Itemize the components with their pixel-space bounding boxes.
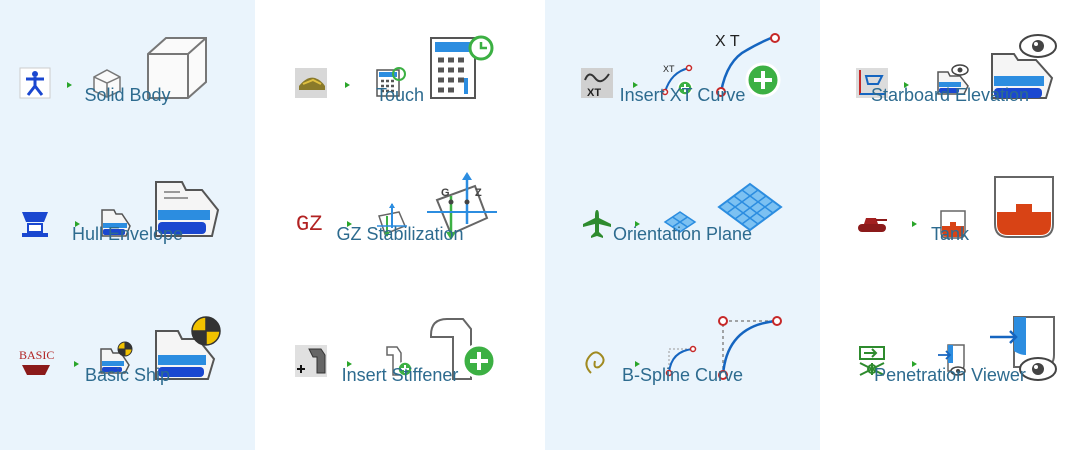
- item-label: Starboard Elevation: [870, 85, 1030, 105]
- icon-row: [820, 172, 1080, 242]
- arrow-icon: [912, 221, 917, 227]
- item-solid-body[interactable]: Solid Body: [0, 0, 255, 150]
- tank-large-icon: [994, 176, 1054, 238]
- item-gz-stabilization[interactable]: GZ G: [255, 142, 545, 292]
- item-insert-stiffener[interactable]: Insert Stiffener: [255, 285, 545, 435]
- item-basic-ship[interactable]: BASIC: [0, 285, 255, 435]
- stiffener-add-small-icon: [386, 346, 413, 377]
- xt-curve-icon: XT: [581, 68, 613, 99]
- icon-row: [545, 172, 820, 242]
- ship-eye-large-icon: [991, 34, 1057, 99]
- plane-grid-large-icon: [717, 182, 783, 232]
- gz-text-icon: GZ: [296, 212, 322, 237]
- gz-large-icon: G Z: [427, 172, 497, 240]
- arrow-icon: [67, 82, 72, 88]
- arrow-icon: [75, 221, 80, 227]
- item-label: Tank: [930, 224, 970, 244]
- large-cube-icon: [147, 37, 207, 99]
- calculator-large-icon: [430, 35, 494, 99]
- item-penetration-viewer[interactable]: Penetration Viewer: [820, 285, 1080, 435]
- item-label: Hull Envelope: [71, 224, 184, 244]
- calculator-small-icon: [376, 67, 406, 97]
- svg-text:X T: X T: [715, 33, 740, 50]
- svg-text:GZ: GZ: [296, 212, 322, 237]
- basic-text-icon: BASIC: [19, 348, 54, 375]
- airplane-icon: [583, 210, 611, 238]
- column-3: XT XT X T: [545, 0, 820, 450]
- icon-row: [820, 315, 1080, 385]
- tank-small-icon: [940, 210, 966, 239]
- item-tank[interactable]: Tank: [820, 142, 1080, 292]
- xt-add-large-icon: X T: [715, 33, 781, 98]
- item-label: Penetration Viewer: [874, 365, 1026, 385]
- arrow-icon: [347, 221, 352, 227]
- arrow-icon: [912, 361, 917, 367]
- item-orientation-plane[interactable]: Orientation Plane: [545, 142, 820, 292]
- stiffener-add-large-icon: [430, 318, 497, 380]
- item-hull-envelope[interactable]: Hull Envelope: [0, 142, 255, 292]
- spline-large-icon: [718, 316, 782, 380]
- icon-row: [820, 30, 1080, 100]
- plane-grid-small-icon: [663, 211, 697, 233]
- arrow-icon: [635, 361, 640, 367]
- icon-row: [255, 315, 545, 385]
- item-label: GZ Stabilization: [336, 224, 464, 244]
- svg-text:BASIC: BASIC: [19, 348, 54, 362]
- arrow-icon: [74, 361, 79, 367]
- spline-small-icon: [665, 345, 697, 377]
- svg-text:XT: XT: [587, 87, 601, 99]
- arrow-icon: [904, 82, 909, 88]
- axes-ship-icon: [856, 68, 888, 98]
- item-label: Solid Body: [84, 85, 171, 105]
- svg-text:Z: Z: [475, 187, 482, 199]
- item-starboard-elevation[interactable]: Starboard Elevation: [820, 0, 1080, 150]
- spline-squiggle-icon: [585, 351, 605, 374]
- column-2: Touch GZ: [255, 0, 545, 450]
- penetration-green-icon: [859, 346, 885, 376]
- xt-add-small-icon: XT: [661, 64, 693, 96]
- touch-landscape-icon: [295, 68, 327, 98]
- arrow-icon: [345, 82, 350, 88]
- item-label: B-Spline Curve: [621, 365, 744, 385]
- item-touch[interactable]: Touch: [255, 0, 545, 150]
- arrow-icon: [635, 221, 640, 227]
- icon-row: BASIC: [0, 315, 255, 385]
- item-label: Orientation Plane: [612, 224, 753, 244]
- hull-envelope-small-icon: [101, 209, 131, 237]
- icon-row: XT XT X T: [545, 30, 820, 100]
- item-label: Insert Stiffener: [341, 365, 459, 385]
- icon-row: [0, 172, 255, 242]
- item-insert-xt-curve[interactable]: XT XT X T: [545, 0, 820, 150]
- svg-text:G: G: [441, 187, 450, 199]
- arrow-icon: [347, 361, 352, 367]
- ship-with-chart-small-icon: [100, 341, 133, 374]
- hull-icon: [22, 212, 48, 237]
- arrow-icon: [633, 82, 638, 88]
- column-1: Solid Body: [0, 0, 255, 450]
- ship-with-chart-large-icon: [155, 316, 221, 380]
- hull-envelope-large-icon: [155, 181, 220, 237]
- icon-row: [0, 30, 255, 100]
- human-figure-icon: [19, 67, 51, 99]
- stiffener-cursor-icon: [295, 345, 327, 377]
- penetration-small-icon: [938, 344, 966, 376]
- column-4: Starboard Elevation: [820, 0, 1080, 450]
- gz-small-icon: [377, 203, 407, 237]
- item-label: Insert XT Curve: [619, 85, 746, 105]
- icon-row: GZ G: [255, 172, 545, 242]
- svg-text:XT: XT: [663, 64, 675, 74]
- item-b-spline-curve[interactable]: B-Spline Curve: [545, 285, 820, 435]
- ship-eye-small-icon: [937, 64, 969, 95]
- penetration-large-icon: [990, 316, 1057, 381]
- tank-vehicle-icon: [858, 218, 887, 232]
- item-label: Touch: [375, 85, 425, 105]
- icon-row: [255, 30, 545, 100]
- item-label: Basic Ship: [84, 365, 171, 385]
- icon-row: [545, 315, 820, 385]
- small-cube-icon: [93, 69, 121, 98]
